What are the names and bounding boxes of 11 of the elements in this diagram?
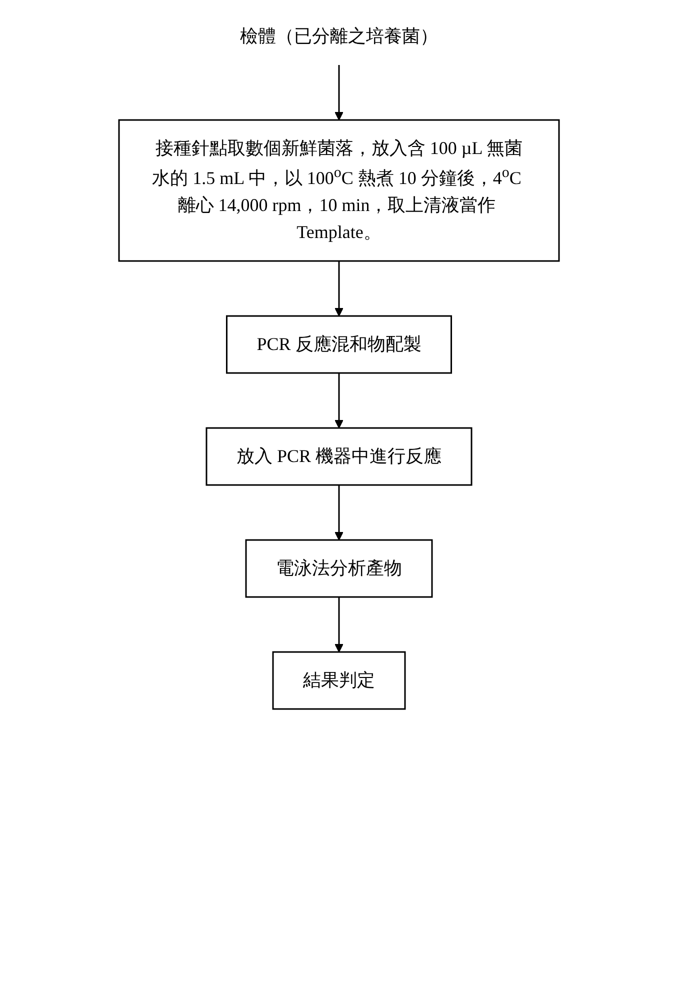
node-box: PCR 反應混和物配製 (226, 315, 452, 374)
arrow (334, 261, 344, 316)
arrow (334, 597, 344, 652)
node-box: 電泳法分析產物 (245, 539, 433, 598)
node-box: 放入 PCR 機器中進行反應 (206, 427, 472, 486)
node-box: 結果判定 (272, 651, 406, 710)
arrow (334, 373, 344, 428)
arrow (334, 485, 344, 540)
node-text: 檢體（已分離之培養菌） (240, 26, 438, 46)
arrow (334, 65, 344, 120)
node-box: 接種針點取數個新鮮菌落，放入含 100 µL 無菌水的 1.5 mL 中，以 100$^{o}$C 熱煮 10 分鐘後，4$^{o}$C 離心 14,000 rpm，10 min，取上清液當作 Template。 (118, 119, 560, 262)
